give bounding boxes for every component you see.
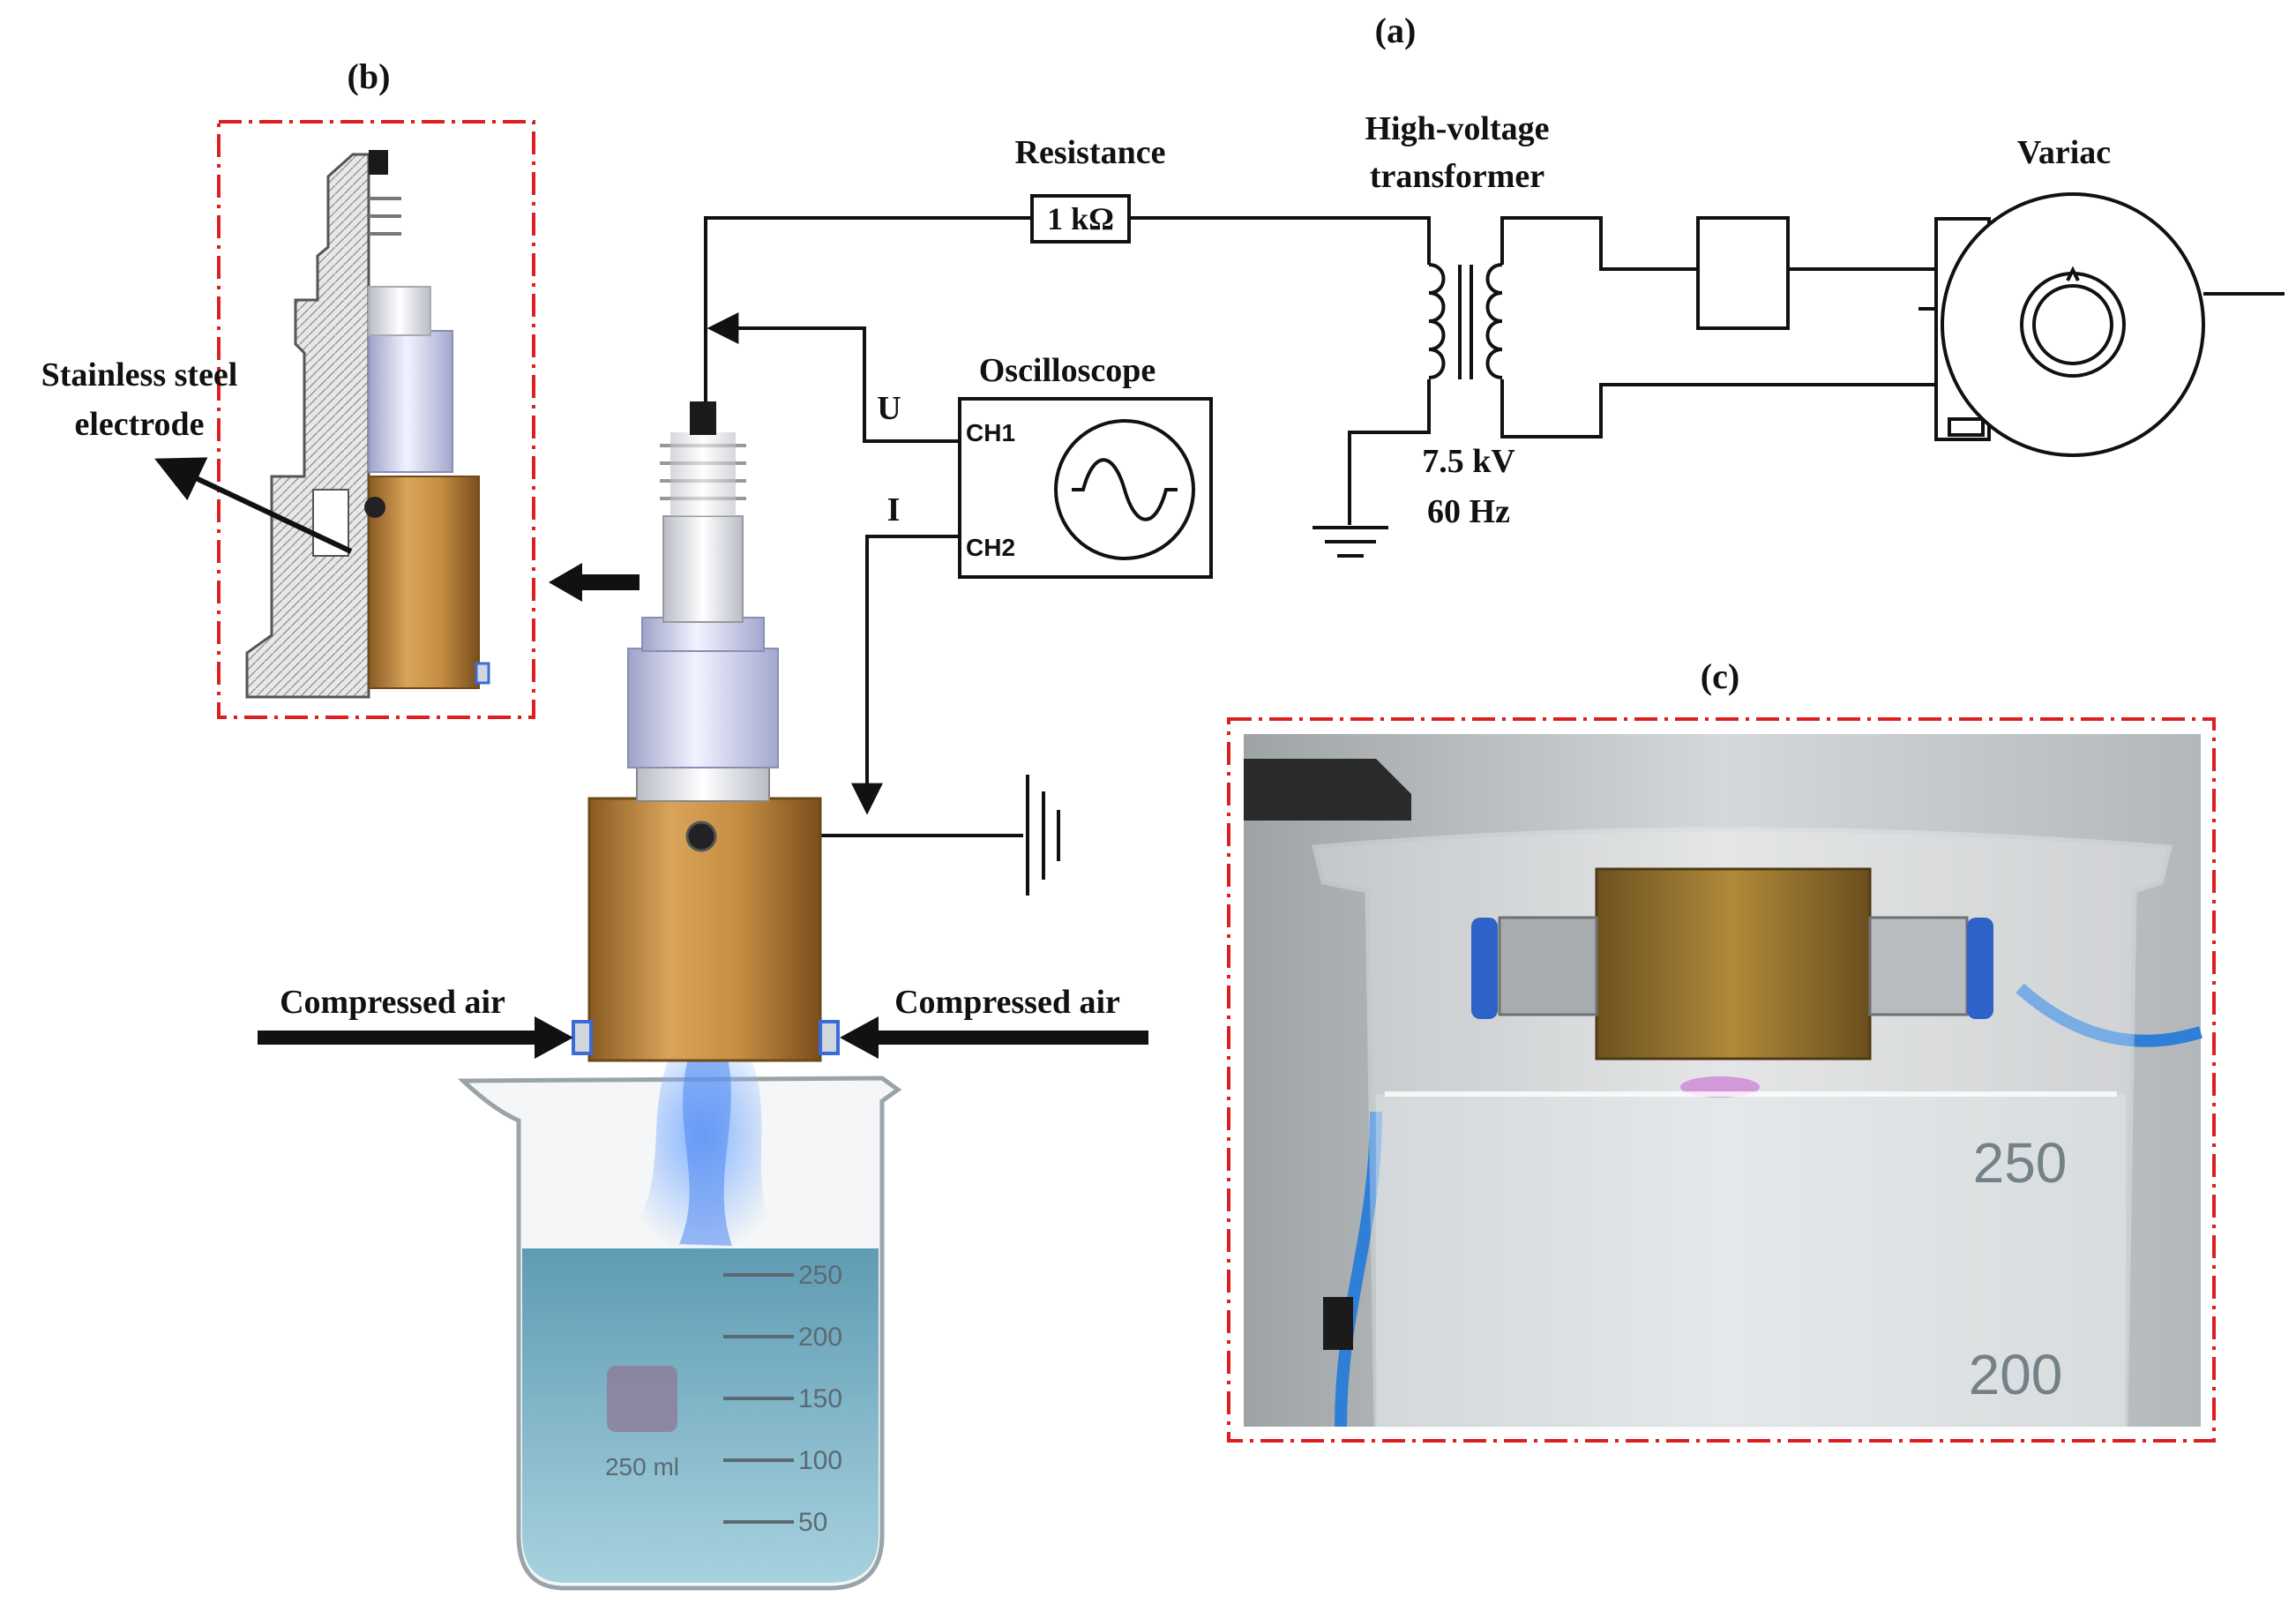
panel-label-a: (a): [1375, 11, 1417, 50]
probe-u-wire: [707, 312, 960, 443]
beaker-a-mark-200: 200: [798, 1323, 842, 1352]
probe-i-wire: [851, 535, 960, 815]
oscilloscope-label: Oscilloscope: [979, 352, 1156, 389]
wire-sec-bottom: [1348, 379, 1431, 525]
transformer-label-2: transformer: [1370, 158, 1544, 195]
wire-hv-left: [704, 216, 1032, 406]
resistor-box: [1030, 194, 1131, 244]
photo-c: 250 200: [1227, 717, 2216, 1443]
frequency-rating: 60 Hz: [1427, 493, 1510, 530]
wire-pri-bottom: [1500, 379, 1936, 438]
callout-b: [217, 120, 535, 719]
beaker-a-mark-150: 150: [798, 1384, 842, 1413]
probe-i-label: I: [887, 491, 901, 528]
air-label-left: Compressed air: [280, 984, 505, 1021]
wire-sec-top: [1376, 216, 1431, 265]
ch1-label: CH1: [966, 419, 1015, 446]
resistance-value: 1 kΩ: [1047, 201, 1114, 236]
beaker-a-mark-250: 250: [798, 1261, 842, 1290]
circuit: [701, 192, 2285, 896]
beaker-a-marks: 250 200 150 100 50: [723, 1261, 842, 1537]
beaker-c-mark-250: 250: [1973, 1131, 2068, 1195]
electrode-label-1: Stainless steel: [41, 356, 238, 394]
beaker-a-mark-50: 50: [798, 1508, 827, 1537]
electrode-label-2: electrode: [75, 406, 205, 443]
electrode-pointer: [154, 457, 353, 554]
air-arrows: [258, 563, 1148, 1059]
coil-right: [1485, 263, 1503, 379]
beaker-c-mark-200: 200: [1969, 1343, 2063, 1406]
variac-label: Variac: [2017, 134, 2111, 171]
resistance-title: Resistance: [1015, 134, 1166, 171]
panel-label-c: (c): [1701, 656, 1739, 696]
switch-box: [1696, 216, 1790, 330]
probe-u-label: U: [877, 390, 901, 427]
panel-label-b: (b): [348, 56, 391, 96]
voltage-rating: 7.5 kV: [1422, 443, 1515, 480]
transformer-label-1: High-voltage: [1365, 110, 1550, 147]
plasma-plume: [628, 1054, 776, 1256]
air-label-right: Compressed air: [894, 984, 1120, 1021]
coil-left: [1428, 263, 1446, 379]
wire-pri-top: [1500, 216, 1698, 271]
ch2-label: CH2: [966, 534, 1015, 561]
beaker-a-volume: 250 ml: [605, 1453, 679, 1480]
beaker-a-mark-100: 100: [798, 1446, 842, 1475]
